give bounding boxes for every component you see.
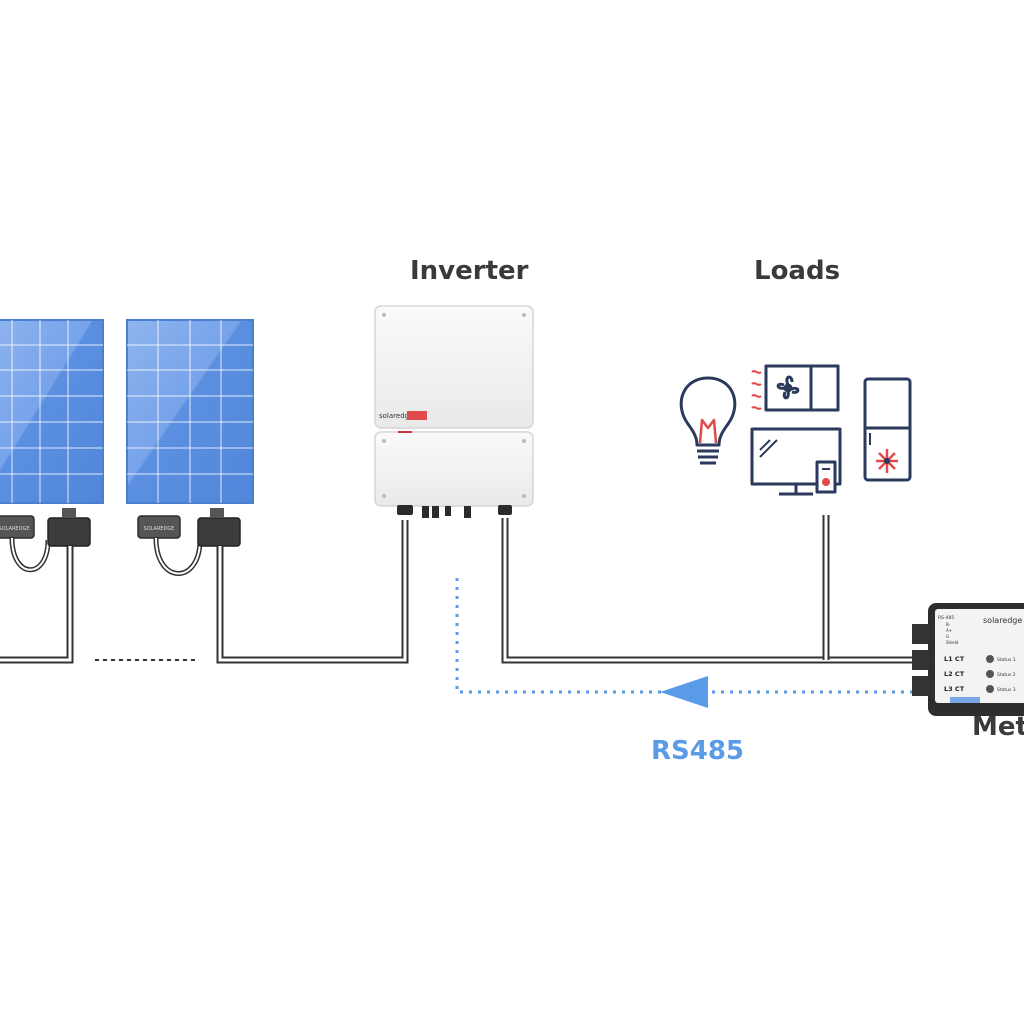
solar-panel-1 [0,319,104,504]
inverter-brand: solaredge [379,412,413,420]
rs485-arrow-icon [660,676,708,708]
solar-panel-2 [126,319,254,504]
optimizer-2: SOLAREDGE [137,508,241,576]
optimizer-1: SOLAREDGE [0,508,91,573]
meter-pin-1: B- [946,622,951,627]
energy-meter: solaredge RS-485 B- A+ G Shield L1 CT L2… [912,603,1024,716]
meter-port-label: RS-485 [938,615,954,621]
optimizer-2-label: SOLAREDGE [144,526,175,532]
meter-label: Met [972,712,1024,742]
meter-status-2: Status 2 [997,672,1016,678]
meter-pin-3: G [946,634,949,639]
meter-brand: solaredge [983,616,1022,625]
ac-cables [501,515,930,664]
rs485-line [455,578,925,708]
rs485-label: RS485 [651,736,745,766]
tv-icon [750,427,842,496]
dc-cables [0,520,409,664]
loads-icons [679,364,912,496]
fridge-icon [863,377,912,482]
meter-status-1: Status 1 [997,657,1016,663]
loads-label: Loads [754,256,841,286]
optimizer-1-label: SOLAREDGE [0,526,29,532]
meter-pin-4: Shield [946,640,959,645]
meter-ct-2: L2 CT [944,670,965,678]
meter-ct-1: L1 CT [944,655,965,663]
heater-fan-icon [751,364,840,412]
meter-status-3: Status 3 [997,687,1016,693]
inverter-label: Inverter [410,256,529,286]
meter-pin-2: A+ [946,628,952,633]
meter-ct-3: L3 CT [944,685,965,693]
light-bulb-icon [679,376,737,465]
inverter: solaredge [374,305,534,518]
